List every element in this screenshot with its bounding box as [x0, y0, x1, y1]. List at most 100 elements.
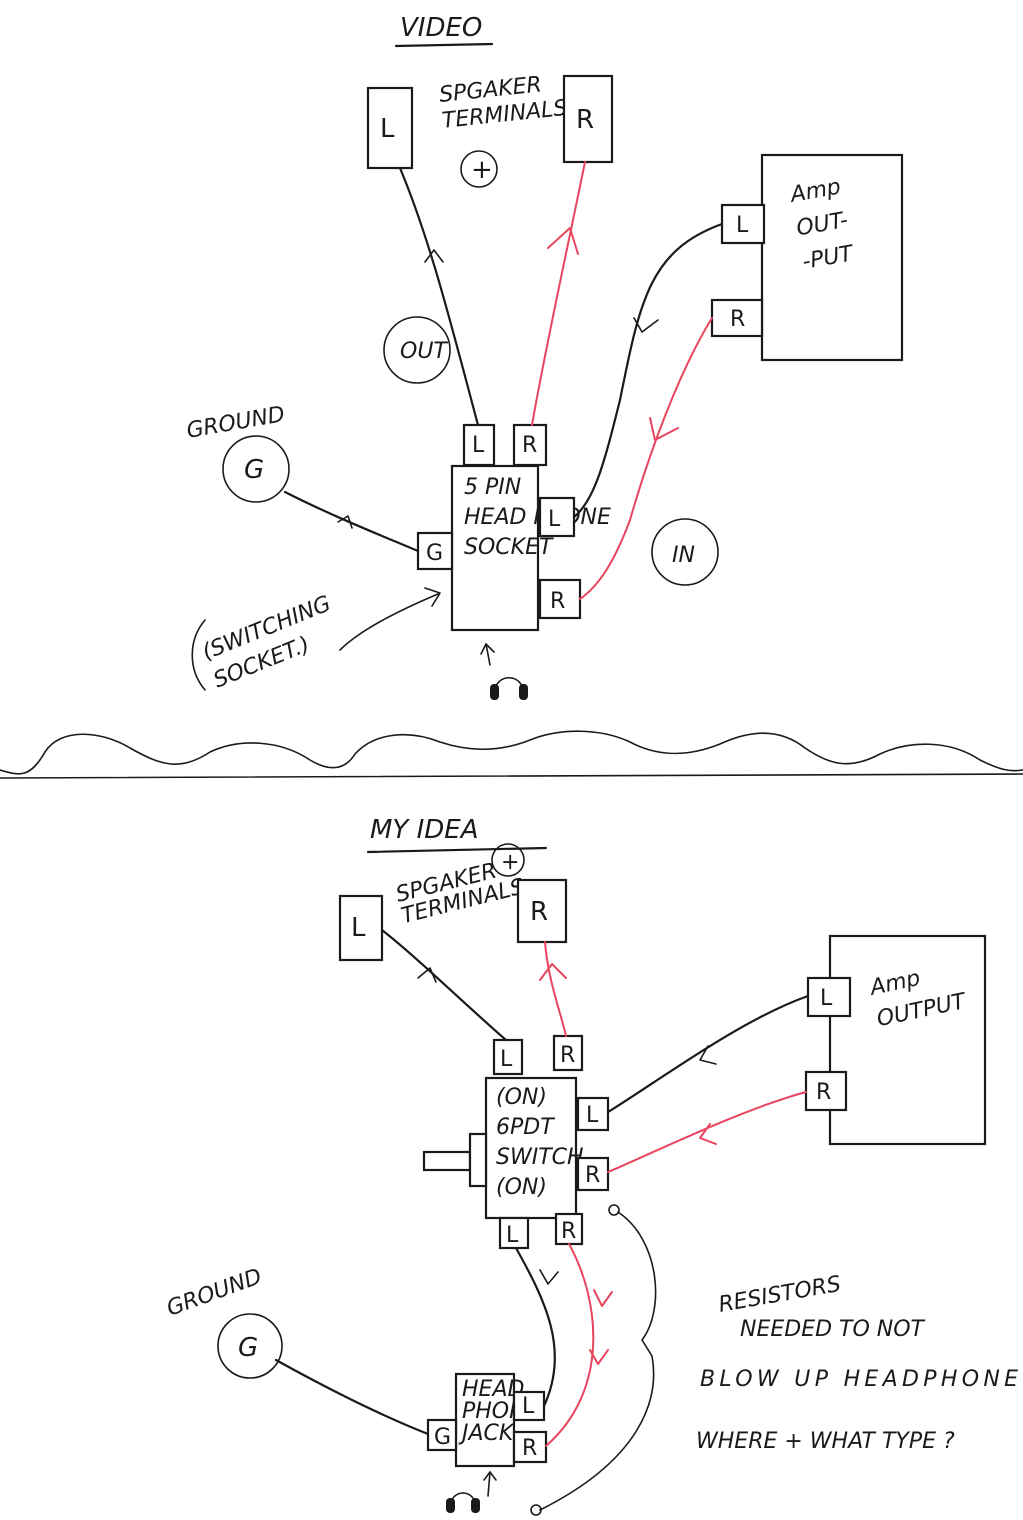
speaker-left-box-bottom [338, 894, 384, 962]
switch-box [484, 1076, 578, 1220]
wire-ground-top [283, 490, 420, 553]
wire-out-right-top [531, 161, 586, 426]
in-circle [651, 518, 719, 586]
arrow-in-left-bottom [699, 1045, 717, 1065]
arrow-ground-top [337, 515, 353, 529]
wire-switch-jack-right [545, 1243, 595, 1447]
jack-ground-pin [426, 1418, 458, 1452]
my-idea-title: MY IDEA [370, 815, 478, 845]
ground-symbol-bottom: G [238, 1333, 258, 1363]
switch-top-right-label: R [560, 1043, 575, 1068]
wire-in-left-top [572, 222, 724, 519]
amp-right-terminal-top [710, 298, 764, 338]
switching-socket-label: (SWITCHINGSOCKET.) [199, 591, 346, 693]
socket-top-left-pin [462, 423, 496, 467]
wire-in-left-bottom [606, 994, 810, 1114]
amp-right-terminal-bottom [804, 1070, 848, 1112]
wire-extra-loop [539, 1211, 657, 1511]
amp-box-top [760, 153, 904, 362]
ground-circle-top [222, 435, 290, 503]
amp-box-bottom [828, 934, 987, 1146]
socket-top-right-pin [512, 423, 548, 467]
arrow-in-left-top [633, 317, 659, 333]
socket-ground-pin [416, 531, 454, 571]
arrow-in-right-top [649, 417, 679, 441]
socket-top-right-label: R [522, 433, 537, 458]
switch-side-left-pin [576, 1096, 610, 1132]
wire-in-right-top [579, 317, 713, 600]
jack-right-label: R [522, 1436, 537, 1461]
amp-left-label-bottom: L [820, 986, 833, 1011]
arrow-switch-jack-right-2 [589, 1349, 609, 1365]
speaker-right-box-top [562, 74, 614, 164]
switch-side-right-pin [576, 1156, 610, 1192]
my-idea-diagram: MY IDEA SPGAKERTERMINALS + L R AmpOUTPUT… [164, 815, 1018, 1516]
switch-bottom-right-pin [554, 1212, 584, 1246]
note-line-4: WHERE + WHAT TYPE ? [696, 1429, 955, 1454]
headphone-socket-top [450, 464, 540, 632]
speaker-left-label-bottom: L [351, 913, 366, 943]
arrow-out-right-bottom [539, 963, 567, 981]
headphones-icon [490, 677, 528, 700]
ground-label-bottom: GROUND [164, 1264, 266, 1321]
video-diagram: VIDEO SPGAKERTERMINALS + L R AmpOUT--PUT… [185, 13, 904, 700]
speaker-right-label-bottom: R [530, 897, 548, 927]
wire-out-left-top [398, 166, 480, 427]
resistor-note: RESISTORS NEEDED TO NOT BLOW UP HEADPHON… [696, 1272, 1018, 1454]
my-idea-title-underline [366, 846, 548, 854]
amp-right-label-bottom: R [816, 1080, 831, 1105]
video-title: VIDEO [400, 13, 482, 43]
switch-bottom-left-pin [498, 1216, 530, 1250]
switch-bottom-left-label: L [506, 1223, 519, 1248]
switch-collar [468, 1132, 488, 1188]
speaker-left-box-top [366, 86, 414, 170]
headphone-pointer-bottom [487, 1471, 491, 1497]
wire-out-left-bottom [380, 928, 508, 1042]
separator-line [0, 773, 1023, 779]
wire-in-right-bottom [607, 1091, 807, 1173]
speaker-left-label-top: L [380, 114, 395, 144]
socket-top-left-label: L [472, 433, 485, 458]
switch-side-left-label: L [586, 1103, 599, 1128]
ground-circle-bottom [217, 1313, 283, 1379]
switch-lever [422, 1150, 472, 1172]
arrow-out-left-bottom [417, 967, 437, 983]
out-circle [383, 316, 451, 384]
arrow-out-right-top [547, 227, 579, 255]
switch-top-right-pin [552, 1034, 584, 1072]
plus-circle-bottom [491, 843, 525, 877]
note-line-3: BLOW UP HEADPHONE [700, 1367, 1018, 1392]
headphone-pointer-head-bottom [483, 1471, 497, 1481]
ground-label-top: GROUND [185, 402, 287, 444]
switch-bottom-right-label: R [561, 1219, 576, 1244]
switching-pointer [339, 593, 439, 651]
socket-ground-label: G [426, 541, 443, 566]
out-label: OUT [400, 339, 448, 364]
jack-left-label: L [522, 1394, 535, 1419]
note-line-2: NEEDED TO NOT [740, 1317, 926, 1342]
speaker-right-label-top: R [576, 105, 594, 135]
jack-right-pin [512, 1430, 548, 1464]
jack-ground-label: G [434, 1425, 451, 1450]
socket-side-right-pin [538, 578, 582, 620]
headphone-pointer-head-top [480, 643, 495, 655]
wire-out-right-bottom [544, 941, 567, 1037]
plus-circle-top [460, 150, 498, 188]
plus-symbol-bottom: + [501, 850, 519, 875]
speaker-terminals-label-top: SPGAKERTERMINALS [438, 70, 568, 134]
switch-top-left-label: L [500, 1047, 513, 1072]
amp-left-label-top: L [736, 213, 749, 238]
wire-switch-jack-left [514, 1246, 556, 1408]
switching-pointer-head [424, 587, 441, 607]
wire-ground-bottom [274, 1358, 430, 1436]
switch-extra-terminal [608, 1204, 620, 1216]
socket-side-right-label: R [550, 589, 565, 614]
switch-side-right-label: R [585, 1163, 600, 1188]
socket-side-left-label: L [548, 507, 561, 532]
headphone-pointer-top [485, 643, 491, 666]
loop-end-terminal [530, 1504, 542, 1516]
arrow-switch-jack-right-1 [593, 1289, 613, 1307]
